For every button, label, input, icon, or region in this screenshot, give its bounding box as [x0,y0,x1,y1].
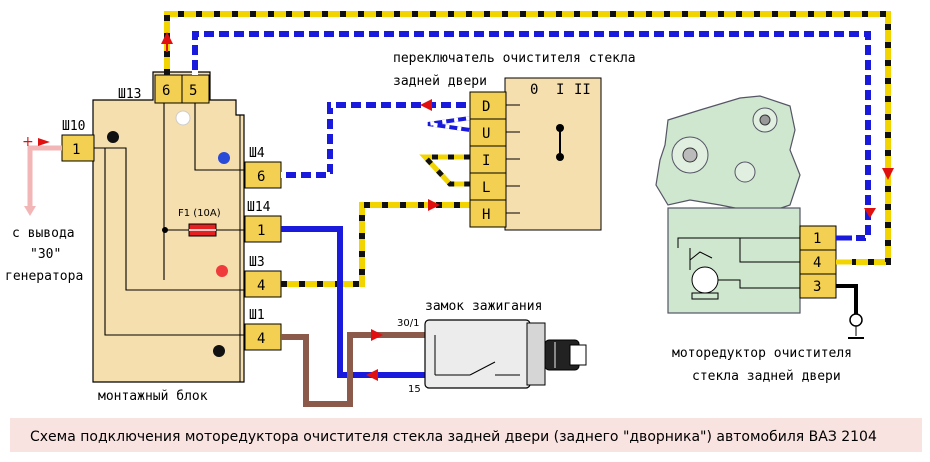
motor-terminal-2 [799,249,837,275]
ign-term-30-1: 30/1 [397,318,419,329]
w13-pin-b-label: 5 [189,83,197,99]
red-arrow-15 [366,369,378,381]
switch-term-h: H [482,207,490,223]
wire-w14-to-ignition [281,226,425,378]
switch-pos-1: I [556,82,564,98]
switch-pos-2: II [574,82,591,98]
w4-pin-label: 6 [257,169,265,185]
mount-block-internal-wires [90,100,247,336]
generator-wire [27,145,62,208]
junction-dot [162,227,168,233]
ignition-key-icon [544,339,587,371]
switch-contact-bottom [556,153,564,161]
red-arrow-d [420,99,432,111]
switch-contact-top [556,124,564,132]
ground-wire [836,284,858,314]
motor-label-2: стекла задней двери [692,369,841,384]
wire-w3-to-switch-h [281,202,470,287]
plug-w10 [61,134,95,162]
ignition-bezel [526,322,546,386]
motor-internal-circuit [677,237,800,300]
plug-w14-label: Ш14 [247,200,271,215]
plug-w10-label: Ш10 [62,119,85,134]
ignition-body [424,319,531,389]
wire-w1-to-ignition [281,332,425,407]
wire-jumper-i-l [419,154,470,187]
w14-pin-label: 1 [257,223,265,239]
red-arrow-down-blue [864,208,876,218]
switch-terminals [469,91,520,228]
switch-term-l: L [482,180,490,196]
red-arrow-gen [38,138,50,146]
marker-dot-black-2 [213,345,225,357]
switch-body [504,77,602,231]
red-arrow-down-right [882,168,894,180]
mount-block [92,71,245,383]
motor-terminal-1 [799,225,837,251]
motor-housing [655,95,801,314]
wire-w4-to-switch-d [281,102,470,178]
motor-label-1: моторедуктор очистителя [672,346,852,361]
ignition-contact-switch [469,361,496,376]
plus-sign: + [22,134,34,150]
generator-label-2: "30" [30,247,61,262]
plug-w1-label: Ш1 [249,308,265,323]
switch-pos-0: 0 [530,82,538,98]
red-arrow-301 [371,329,383,341]
motor-pin-4: 4 [813,255,821,271]
w1-pin-label: 4 [257,331,265,347]
red-arrow-h [428,199,440,211]
motor-pin-1: 1 [813,231,821,247]
wire-blue-white-top [192,31,871,241]
motor-pin-3: 3 [813,279,821,295]
switch-title-2: задней двери [393,74,487,89]
red-arrow-up [161,32,173,44]
plug-w14 [244,215,282,243]
marker-dot-red [216,265,228,277]
generator-label-3: генератора [5,269,83,284]
w13-pin-a-label: 6 [162,83,170,99]
marker-dot-blue [218,152,230,164]
ignition-label: замок зажигания [425,299,542,314]
generator-label-1: с вывода [12,226,75,241]
generator-arrow [24,206,36,216]
mount-block-label: монтажный блок [98,389,208,404]
plug-w3-label: Ш3 [249,255,265,270]
plug-w1 [244,323,282,351]
wire-jumper-d-u [427,116,471,132]
switch-term-i: I [482,153,490,169]
switch-term-d: D [482,99,490,115]
marker-dot-white [175,110,191,126]
w3-pin-label: 4 [257,278,265,294]
plug-w13-label: Ш13 [118,87,141,102]
ign-term-15: 15 [408,384,421,395]
switch-term-u: U [482,126,490,142]
marker-dot-black-1 [107,131,119,143]
ground-terminal [849,313,863,327]
plug-w4-label: Ш4 [249,146,265,161]
caption-bar [10,418,922,452]
w10-pin-label: 1 [72,142,80,158]
switch-title-1: переключатель очистителя стекла [393,51,636,66]
caption: Схема подключения моторедуктора очистите… [30,429,877,445]
fuse-label: F1 (10A) [178,208,221,219]
